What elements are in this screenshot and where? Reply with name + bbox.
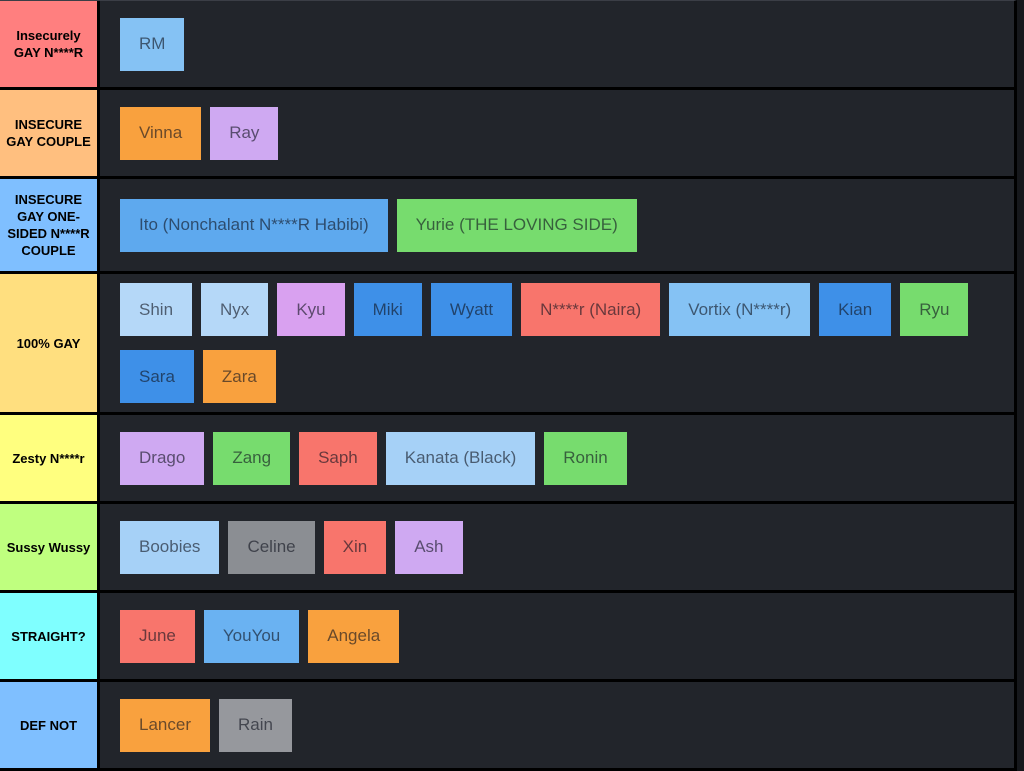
tier-item[interactable]: Drago xyxy=(120,431,205,485)
tier-item[interactable]: Boobies xyxy=(120,520,220,574)
tier-item[interactable]: Ronin xyxy=(544,431,627,485)
tier-label: Insecurely GAY N****R xyxy=(0,1,100,87)
tier-label: 100% GAY xyxy=(0,274,100,412)
tier-row: DEF NOT Lancer Rain xyxy=(0,682,1014,771)
tier-label: Sussy Wussy xyxy=(0,504,100,590)
tier-item[interactable]: RM xyxy=(120,17,185,71)
tier-item[interactable]: YouYou xyxy=(203,609,300,663)
tier-row: 100% GAY Shin Nyx Kyu Miki Wyatt N****r … xyxy=(0,274,1014,415)
tier-item[interactable]: Zang xyxy=(213,431,291,485)
tier-item[interactable]: Celine xyxy=(228,520,315,574)
tier-label: INSECURE GAY ONE-SIDED N****R COUPLE xyxy=(0,179,100,271)
tier-row-content[interactable]: Shin Nyx Kyu Miki Wyatt N****r (Naira) V… xyxy=(100,274,1014,412)
tier-row-content[interactable]: RM xyxy=(100,1,1014,87)
tier-item[interactable]: Zara xyxy=(202,350,276,403)
tier-row-content[interactable]: Ito (Nonchalant N****R Habibi) Yurie (TH… xyxy=(100,179,1014,271)
tier-row-content[interactable]: Boobies Celine Xin Ash xyxy=(100,504,1014,590)
tier-label: INSECURE GAY COUPLE xyxy=(0,90,100,176)
tier-item[interactable]: N****r (Naira) xyxy=(521,283,661,336)
tier-item[interactable]: Angela xyxy=(308,609,400,663)
tier-item[interactable]: Wyatt xyxy=(430,283,513,336)
tier-row: INSECURE GAY ONE-SIDED N****R COUPLE Ito… xyxy=(0,179,1014,274)
tier-item[interactable]: Ray xyxy=(210,106,279,160)
tier-row: STRAIGHT? June YouYou Angela xyxy=(0,593,1014,682)
tier-row: Sussy Wussy Boobies Celine Xin Ash xyxy=(0,504,1014,593)
tier-item[interactable]: Shin xyxy=(120,283,193,336)
tier-item[interactable]: Nyx xyxy=(201,283,269,336)
tier-item[interactable]: Saph xyxy=(299,431,377,485)
tier-item[interactable]: Rain xyxy=(218,698,292,752)
tier-row: Insecurely GAY N****R RM xyxy=(0,1,1014,90)
tier-item[interactable]: Yurie (THE LOVING SIDE) xyxy=(396,198,637,252)
tier-row-content[interactable]: Vinna Ray xyxy=(100,90,1014,176)
tier-item[interactable]: Kian xyxy=(819,283,892,336)
tier-label: Zesty N****r xyxy=(0,415,100,501)
tier-item[interactable]: Ryu xyxy=(900,283,969,336)
tier-row: INSECURE GAY COUPLE Vinna Ray xyxy=(0,90,1014,179)
tier-row: Zesty N****r Drago Zang Saph Kanata (Bla… xyxy=(0,415,1014,504)
tier-item[interactable]: Vortix (N****r) xyxy=(669,283,811,336)
tier-item[interactable]: Miki xyxy=(353,283,422,336)
tier-item[interactable]: Kyu xyxy=(277,283,345,336)
tier-item[interactable]: Xin xyxy=(323,520,387,574)
tier-item[interactable]: Ito (Nonchalant N****R Habibi) xyxy=(120,198,388,252)
tier-row-content[interactable]: Drago Zang Saph Kanata (Black) Ronin xyxy=(100,415,1014,501)
tier-row-content[interactable]: Lancer Rain xyxy=(100,682,1014,768)
tier-row-content[interactable]: June YouYou Angela xyxy=(100,593,1014,679)
tier-item[interactable]: Kanata (Black) xyxy=(385,431,536,485)
tier-label: DEF NOT xyxy=(0,682,100,768)
tier-item[interactable]: Vinna xyxy=(120,106,202,160)
tier-item[interactable]: Ash xyxy=(395,520,463,574)
tier-item[interactable]: June xyxy=(120,609,195,663)
tier-item[interactable]: Lancer xyxy=(120,698,210,752)
tier-item[interactable]: Sara xyxy=(120,350,194,403)
tier-label: STRAIGHT? xyxy=(0,593,100,679)
